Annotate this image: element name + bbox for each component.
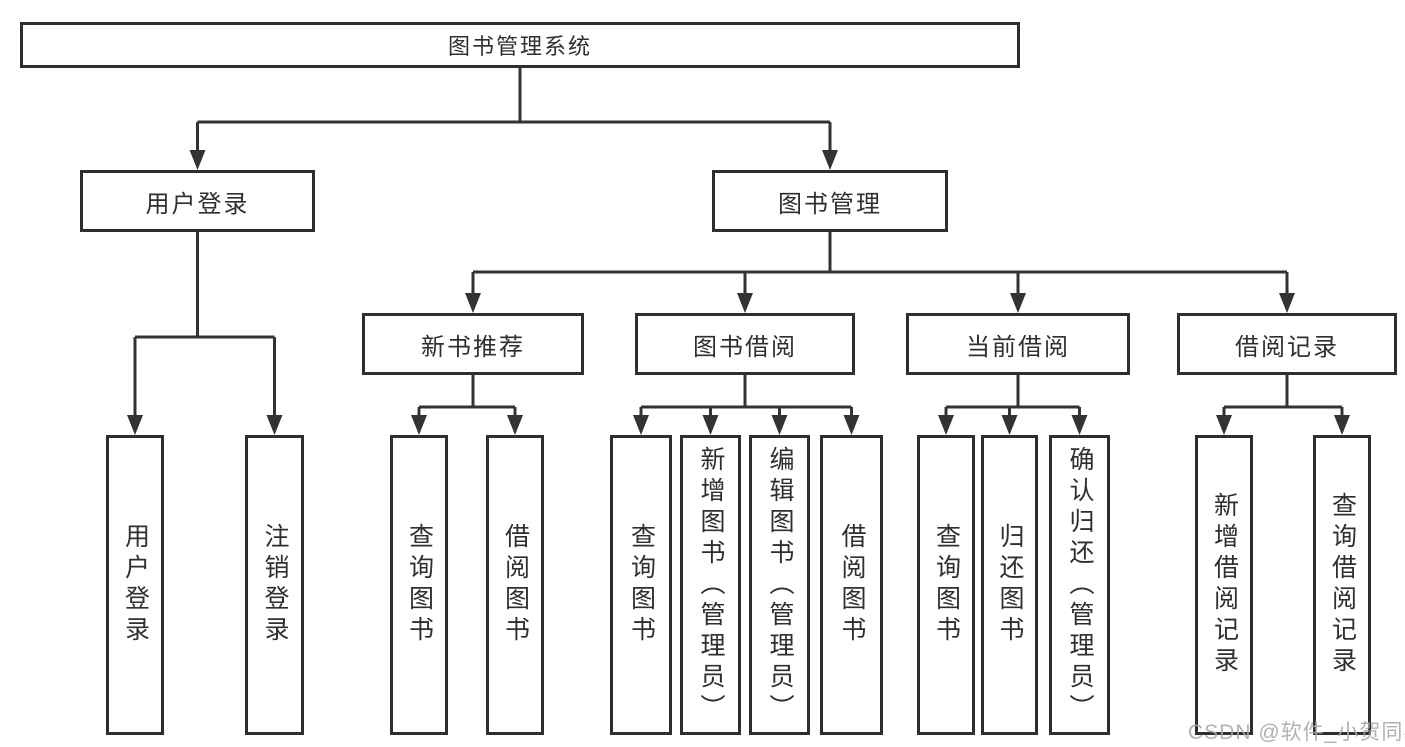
connector-mgmt-to-level3 [471,232,1289,295]
arrowhead [1071,415,1088,435]
arrowhead [771,415,788,435]
leaf-borrow-edit-books-admin: 编辑图书（管理员） [749,435,810,735]
arrowhead [938,415,954,435]
leaf-records-query-record: 查询借阅记录 [1313,435,1371,735]
arrowhead [702,415,719,435]
leaf-label: 新增图书（管理员） [697,445,725,725]
leaf-recommend-borrow-books: 借阅图书 [486,435,544,735]
arrowhead [465,293,481,313]
leaf-logout: 注销登录 [245,435,304,735]
leaf-label: 归还图书 [996,523,1024,647]
node-current-borrow: 当前借阅 [906,313,1130,375]
leaf-label: 查询图书 [405,523,434,647]
leaf-label: 查询图书 [627,523,656,647]
leaf-current-confirm-return-admin: 确认归还（管理员） [1049,435,1110,735]
node-borrow-records: 借阅记录 [1177,313,1397,375]
leaf-user-login: 用户登录 [106,435,164,735]
node-book-borrow: 图书借阅 [635,313,855,375]
leaf-records-add-record: 新增借阅记录 [1195,435,1253,735]
leaf-borrow-add-books-admin: 新增图书（管理员） [680,435,741,735]
node-new-book-recommend: 新书推荐 [362,313,584,375]
arrowhead [633,415,649,435]
arrowhead [1010,293,1026,313]
node-user-login: 用户登录 [80,170,315,232]
arrowhead [1279,293,1295,313]
leaf-label: 用户登录 [121,523,150,647]
leaf-label: 确认归还（管理员） [1066,445,1094,725]
leaf-label: 借阅图书 [501,523,530,647]
node-label: 图书借阅 [693,333,797,361]
leaf-label: 编辑图书（管理员） [766,445,794,725]
node-label: 图书管理系统 [447,34,592,59]
connector-records-to-leaves [1222,375,1344,417]
connector-root-to-level2 [196,68,832,152]
connector-borrow-to-leaves [639,375,853,417]
node-label: 借阅记录 [1235,333,1339,361]
leaf-label: 借阅图书 [838,523,866,647]
leaf-label: 注销登录 [261,523,289,647]
leaf-label: 查询图书 [932,523,961,647]
connector-current-to-leaves [944,375,1081,417]
arrowhead [1216,415,1232,435]
arrowhead [843,415,860,435]
arrowhead [822,150,838,170]
connector-login-to-leaves [133,232,276,417]
leaf-current-return-books: 归还图书 [981,435,1038,735]
leaf-recommend-query-books: 查询图书 [390,435,448,735]
leaf-label: 新增借阅记录 [1210,492,1239,678]
arrowhead [1334,415,1350,435]
arrowhead [189,150,206,170]
node-label: 用户登录 [145,190,250,218]
arrowhead [266,415,283,435]
arrowhead [507,415,523,435]
leaf-label: 查询借阅记录 [1328,492,1357,678]
leaf-current-query-books: 查询图书 [917,435,975,735]
node-label: 图书管理 [778,190,882,218]
node-book-management: 图书管理 [712,170,948,232]
leaf-borrow-borrow-books: 借阅图书 [820,435,883,735]
arrowhead [1001,415,1018,435]
arrowhead [411,415,427,435]
arrowhead [737,293,753,313]
node-label: 当前借阅 [966,333,1070,361]
node-system-root: 图书管理系统 [20,22,1020,68]
arrowhead [127,415,143,435]
connector-recommend-to-leaves [417,375,517,417]
csdn-watermark: CSDN @软件_小贺同学 [1188,721,1405,744]
leaf-borrow-query-books: 查询图书 [610,435,672,735]
node-label: 新书推荐 [421,333,525,361]
